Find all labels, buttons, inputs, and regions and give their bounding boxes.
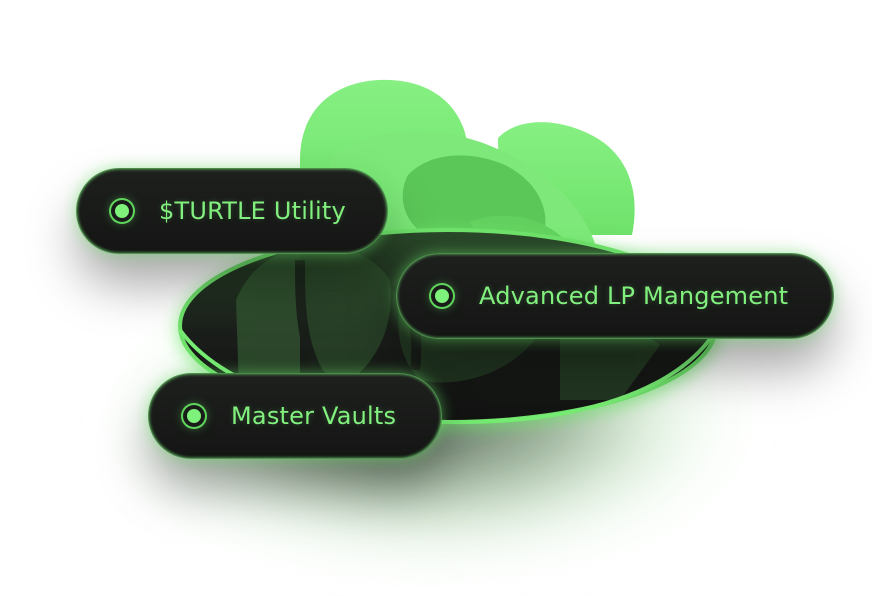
feature-pill-turtle-utility: $TURTLE Utility: [76, 168, 388, 254]
glowing-dot-icon: [115, 204, 129, 218]
feature-label: Master Vaults: [231, 402, 397, 430]
feature-pill-master-vaults: Master Vaults: [148, 373, 442, 459]
feature-pill-advanced-lp: Advanced LP Mangement: [396, 253, 834, 339]
glowing-dot-icon: [435, 289, 449, 303]
feature-label: $TURTLE Utility: [159, 197, 346, 225]
glowing-dot-icon: [187, 409, 201, 423]
turtle-shell: [300, 79, 635, 262]
feature-label: Advanced LP Mangement: [479, 282, 789, 310]
